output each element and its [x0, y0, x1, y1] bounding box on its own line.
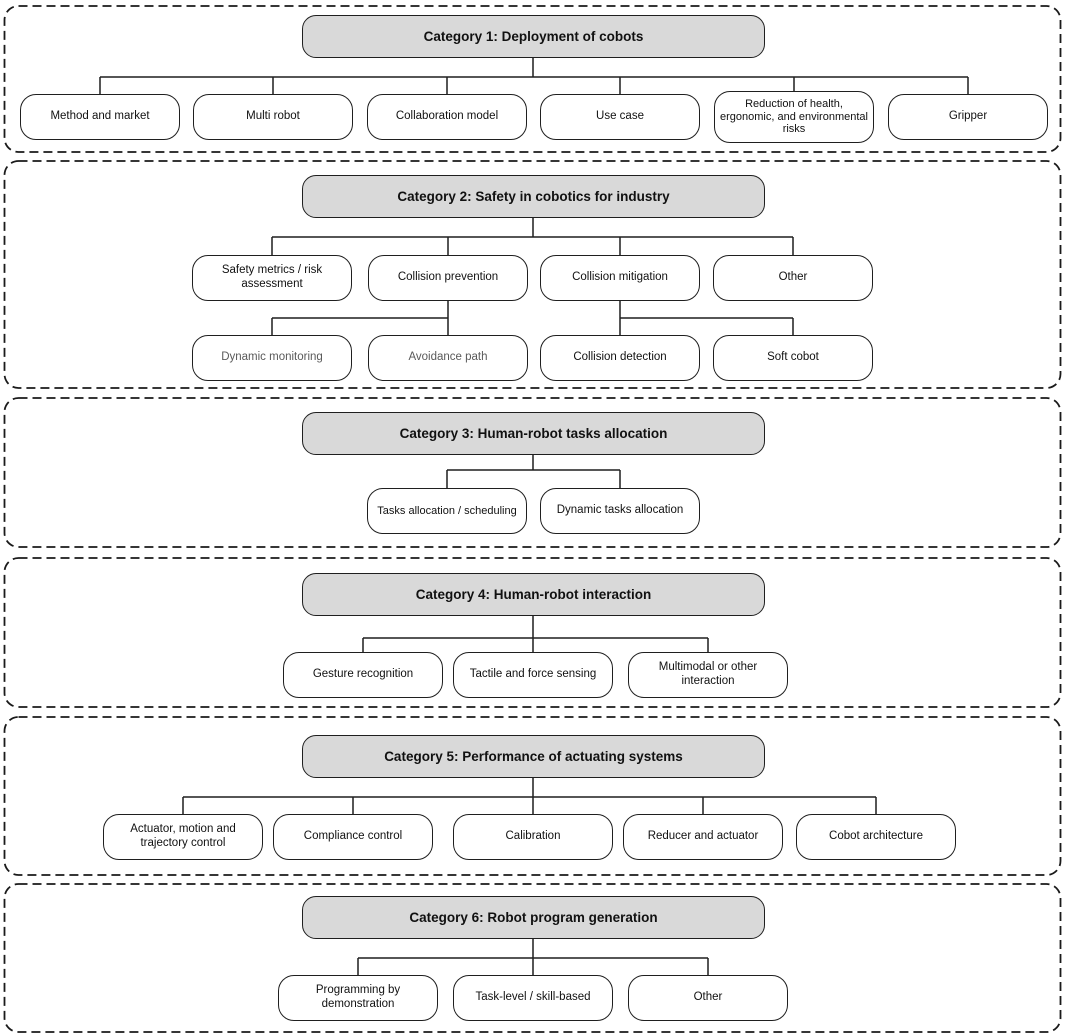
- node-tactile-and-force-sensing: Tactile and force sensing: [453, 652, 613, 698]
- node-safety-metrics-risk-assessment: Safety metrics / risk assessment: [192, 255, 352, 301]
- category-1-header: Category 1: Deployment of cobots: [302, 15, 765, 58]
- node-reducer-and-actuator: Reducer and actuator: [623, 814, 783, 860]
- node-cobot-architecture: Cobot architecture: [796, 814, 956, 860]
- category-5-connectors: [182, 778, 877, 814]
- node-gripper: Gripper: [888, 94, 1048, 140]
- node-multi-robot: Multi robot: [193, 94, 353, 140]
- node-other-safety: Other: [713, 255, 873, 301]
- category-2-connectors: [271, 218, 794, 335]
- node-other-program-generation: Other: [628, 975, 788, 1021]
- node-compliance-control: Compliance control: [273, 814, 433, 860]
- category-3-panel-outline: [3, 397, 1062, 548]
- node-method-and-market: Method and market: [20, 94, 180, 140]
- category-4-panel-outline: [3, 557, 1062, 708]
- node-programming-by-demonstration: Programming by demonstration: [278, 975, 438, 1021]
- node-tasks-allocation-scheduling: Tasks allocation / scheduling: [367, 488, 527, 534]
- category-3-connectors: [446, 455, 621, 488]
- node-task-level-skill-based: Task-level / skill-based: [453, 975, 613, 1021]
- category-1-panel-outline: [3, 5, 1062, 153]
- category-5-header: Category 5: Performance of actuating sys…: [302, 735, 765, 778]
- node-calibration: Calibration: [453, 814, 613, 860]
- node-collision-mitigation: Collision mitigation: [540, 255, 700, 301]
- category-4-header: Category 4: Human-robot interaction: [302, 573, 765, 616]
- node-actuator-motion-trajectory-control: Actuator, motion and trajectory control: [103, 814, 263, 860]
- node-use-case: Use case: [540, 94, 700, 140]
- node-gesture-recognition: Gesture recognition: [283, 652, 443, 698]
- node-collaboration-model: Collaboration model: [367, 94, 527, 140]
- category-1-connectors: [99, 58, 969, 94]
- node-multimodal-or-other-interaction: Multimodal or other interaction: [628, 652, 788, 698]
- node-avoidance-path: Avoidance path: [368, 335, 528, 381]
- category-5-panel-outline: [3, 716, 1062, 876]
- node-collision-prevention: Collision prevention: [368, 255, 528, 301]
- category-6-connectors: [357, 939, 709, 975]
- category-3-header: Category 3: Human-robot tasks allocation: [302, 412, 765, 455]
- category-2-panel-outline: [3, 160, 1062, 389]
- node-collision-detection: Collision detection: [540, 335, 700, 381]
- node-soft-cobot: Soft cobot: [713, 335, 873, 381]
- node-dynamic-monitoring: Dynamic monitoring: [192, 335, 352, 381]
- category-6-panel-outline: [3, 883, 1062, 1033]
- category-6-header: Category 6: Robot program generation: [302, 896, 765, 939]
- node-dynamic-tasks-allocation: Dynamic tasks allocation: [540, 488, 700, 534]
- node-reduction-of-risks: Reduction of health, ergonomic, and envi…: [714, 91, 874, 143]
- category-4-connectors: [362, 616, 709, 652]
- category-2-header: Category 2: Safety in cobotics for indus…: [302, 175, 765, 218]
